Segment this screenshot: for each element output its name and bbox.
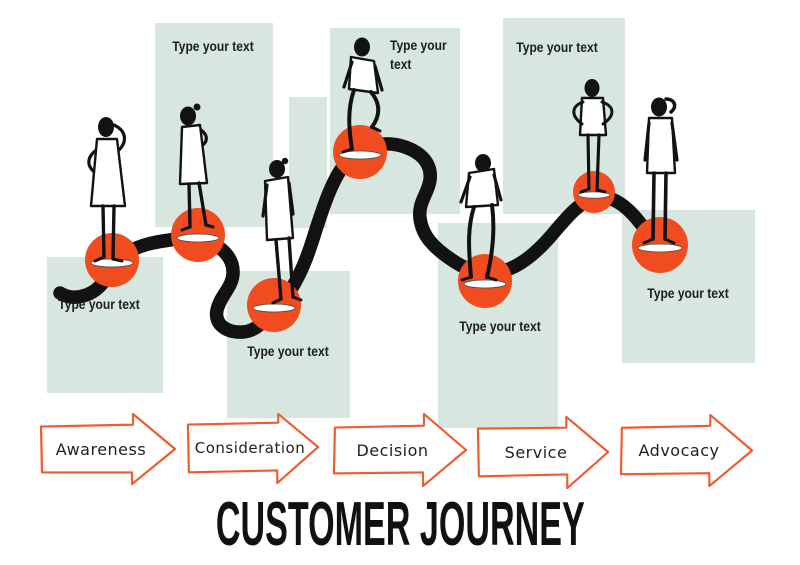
stone-platform [176,233,220,243]
stage-arrow-decision[interactable]: Decision [331,412,468,488]
note-placeholder[interactable]: Type your text [58,296,140,312]
stage-label: Consideration [194,439,306,457]
figure-woman-listening [87,117,127,263]
stage-arrow-service[interactable]: Service [475,414,611,490]
stage-label: Advocacy [638,441,720,460]
note-placeholder[interactable]: Type your text [172,38,254,54]
note-placeholder[interactable]: Type your text [647,285,729,301]
arrow-shape [619,413,754,488]
arrow-shape [186,412,320,485]
arrow-shape [39,412,177,486]
note-placeholder[interactable]: Type your text [516,39,598,55]
arrow-shape [476,415,610,490]
note-placeholder[interactable]: Type your text [459,318,541,334]
note-placeholder[interactable]: Type your text [247,343,329,359]
arrow-shape [332,412,468,488]
stone-platform [463,279,507,289]
stage-arrow-consideration[interactable]: Consideration [185,410,321,486]
stage-label: Decision [356,440,429,460]
figure-man-climbing [341,37,384,154]
stage-label: Awareness [55,439,147,459]
figure-woman-slouching [261,157,303,305]
stone-platform [637,243,683,253]
stage-label: Service [504,442,568,462]
note-panel [155,23,273,227]
figure-man-hands-on-hips [572,79,614,194]
note-placeholder[interactable]: Type your text [390,37,447,72]
figure-man-walking-down [459,154,503,282]
figure-woman-ponytail [642,97,679,245]
stone-platform [338,150,382,160]
page-title: CUSTOMER JOURNEY [215,490,585,559]
stage-arrow-awareness[interactable]: Awareness [38,411,178,487]
stage-arrow-advocacy[interactable]: Advocacy [618,412,754,489]
stone-platform [577,191,611,199]
title-container: CUSTOMER JOURNEY [0,494,800,556]
figure-woman-looking-down [178,103,215,232]
stone-platform [252,303,296,313]
